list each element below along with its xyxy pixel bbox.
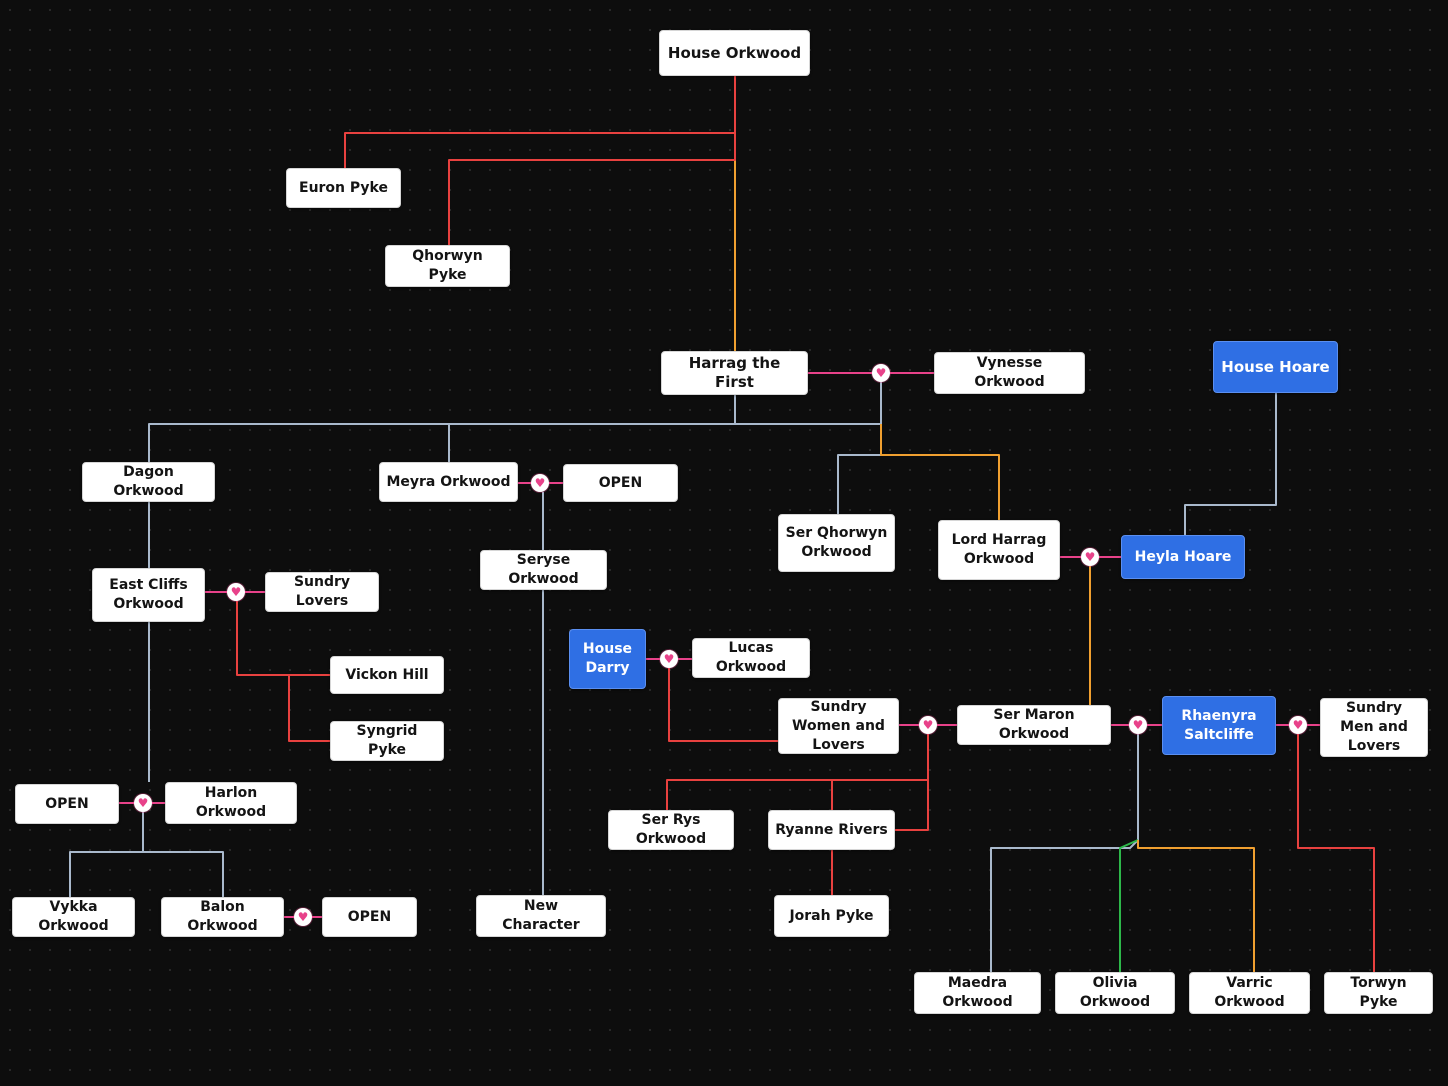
node-house-darry[interactable]: House Darry <box>569 629 646 689</box>
node-lucas-orkwood[interactable]: Lucas Orkwood <box>692 638 810 678</box>
line-house-to-euron <box>344 76 736 168</box>
node-sundry-lovers[interactable]: Sundry Lovers <box>265 572 379 612</box>
line-to-lord-harrag <box>880 424 1000 520</box>
node-open-harlon-spouse[interactable]: OPEN <box>15 784 119 824</box>
heart-icon[interactable]: ♥ <box>1129 716 1147 734</box>
line-to-olivia <box>1119 839 1139 972</box>
node-maedra-orkwood[interactable]: Maedra Orkwood <box>914 972 1041 1014</box>
line-darry-to-sundry-women <box>668 668 778 742</box>
node-dagon-orkwood[interactable]: Dagon Orkwood <box>82 462 215 502</box>
node-harlon-orkwood[interactable]: Harlon Orkwood <box>165 782 297 824</box>
node-house-orkwood[interactable]: House Orkwood <box>659 30 810 76</box>
heart-icon[interactable]: ♥ <box>919 716 937 734</box>
node-new-character[interactable]: New Character <box>476 895 606 937</box>
node-sundry-men-and-lovers[interactable]: Sundry Men and Lovers <box>1320 698 1428 757</box>
node-east-cliffs-orkwood[interactable]: East Cliffs Orkwood <box>92 568 205 622</box>
node-heyla-hoare[interactable]: Heyla Hoare <box>1121 535 1245 579</box>
heart-icon[interactable]: ♥ <box>294 908 312 926</box>
node-balon-orkwood[interactable]: Balon Orkwood <box>161 897 284 937</box>
heart-icon[interactable]: ♥ <box>227 583 245 601</box>
node-open-balon-spouse[interactable]: OPEN <box>322 897 417 937</box>
node-rhaenyra-saltcliffe[interactable]: Rhaenyra Saltcliffe <box>1162 696 1276 755</box>
heart-icon[interactable]: ♥ <box>1081 548 1099 566</box>
node-euron-pyke[interactable]: Euron Pyke <box>286 168 401 208</box>
node-ser-rys-orkwood[interactable]: Ser Rys Orkwood <box>608 810 734 850</box>
node-olivia-orkwood[interactable]: Olivia Orkwood <box>1055 972 1175 1014</box>
node-ser-maron-orkwood[interactable]: Ser Maron Orkwood <box>957 705 1111 745</box>
line-to-maedra <box>990 734 1139 972</box>
node-syngrid-pyke[interactable]: Syngrid Pyke <box>330 721 444 761</box>
node-seryse-orkwood[interactable]: Seryse Orkwood <box>480 550 607 590</box>
node-harrag-the-first[interactable]: Harrag the First <box>661 351 808 395</box>
node-meyra-orkwood[interactable]: Meyra Orkwood <box>379 462 518 502</box>
node-torwyn-pyke[interactable]: Torwyn Pyke <box>1324 972 1433 1014</box>
node-house-hoare[interactable]: House Hoare <box>1213 341 1338 393</box>
heart-icon[interactable]: ♥ <box>134 794 152 812</box>
line-east-cliffs-children <box>236 601 330 742</box>
heart-icon[interactable]: ♥ <box>660 650 678 668</box>
node-open-meyra-spouse[interactable]: OPEN <box>563 464 678 502</box>
line-to-varric <box>1137 840 1255 972</box>
line-to-torwyn <box>1297 734 1375 972</box>
node-jorah-pyke[interactable]: Jorah Pyke <box>774 895 889 937</box>
line-house-to-qhorwyn <box>448 76 736 245</box>
heart-icon[interactable]: ♥ <box>531 474 549 492</box>
node-ryanne-rivers[interactable]: Ryanne Rivers <box>768 810 895 850</box>
node-lord-harrag-orkwood[interactable]: Lord Harrag Orkwood <box>938 520 1060 580</box>
heart-icon[interactable]: ♥ <box>1289 716 1307 734</box>
line-harlon-children <box>69 812 224 897</box>
line-to-ser-qhorwyn <box>837 424 882 514</box>
heart-icon[interactable]: ♥ <box>872 364 890 382</box>
node-vykka-orkwood[interactable]: Vykka Orkwood <box>12 897 135 937</box>
node-qhorwyn-pyke[interactable]: Qhorwyn Pyke <box>385 245 510 287</box>
line-hoare-to-heyla <box>1184 393 1277 535</box>
node-vynesse-orkwood[interactable]: Vynesse Orkwood <box>934 352 1085 394</box>
node-sundry-women-and-lovers[interactable]: Sundry Women and Lovers <box>778 698 899 754</box>
node-vickon-hill[interactable]: Vickon Hill <box>330 656 444 694</box>
line-maron-to-ryanne <box>895 734 929 831</box>
node-varric-orkwood[interactable]: Varric Orkwood <box>1189 972 1310 1014</box>
node-ser-qhorwyn-orkwood[interactable]: Ser Qhorwyn Orkwood <box>778 514 895 572</box>
